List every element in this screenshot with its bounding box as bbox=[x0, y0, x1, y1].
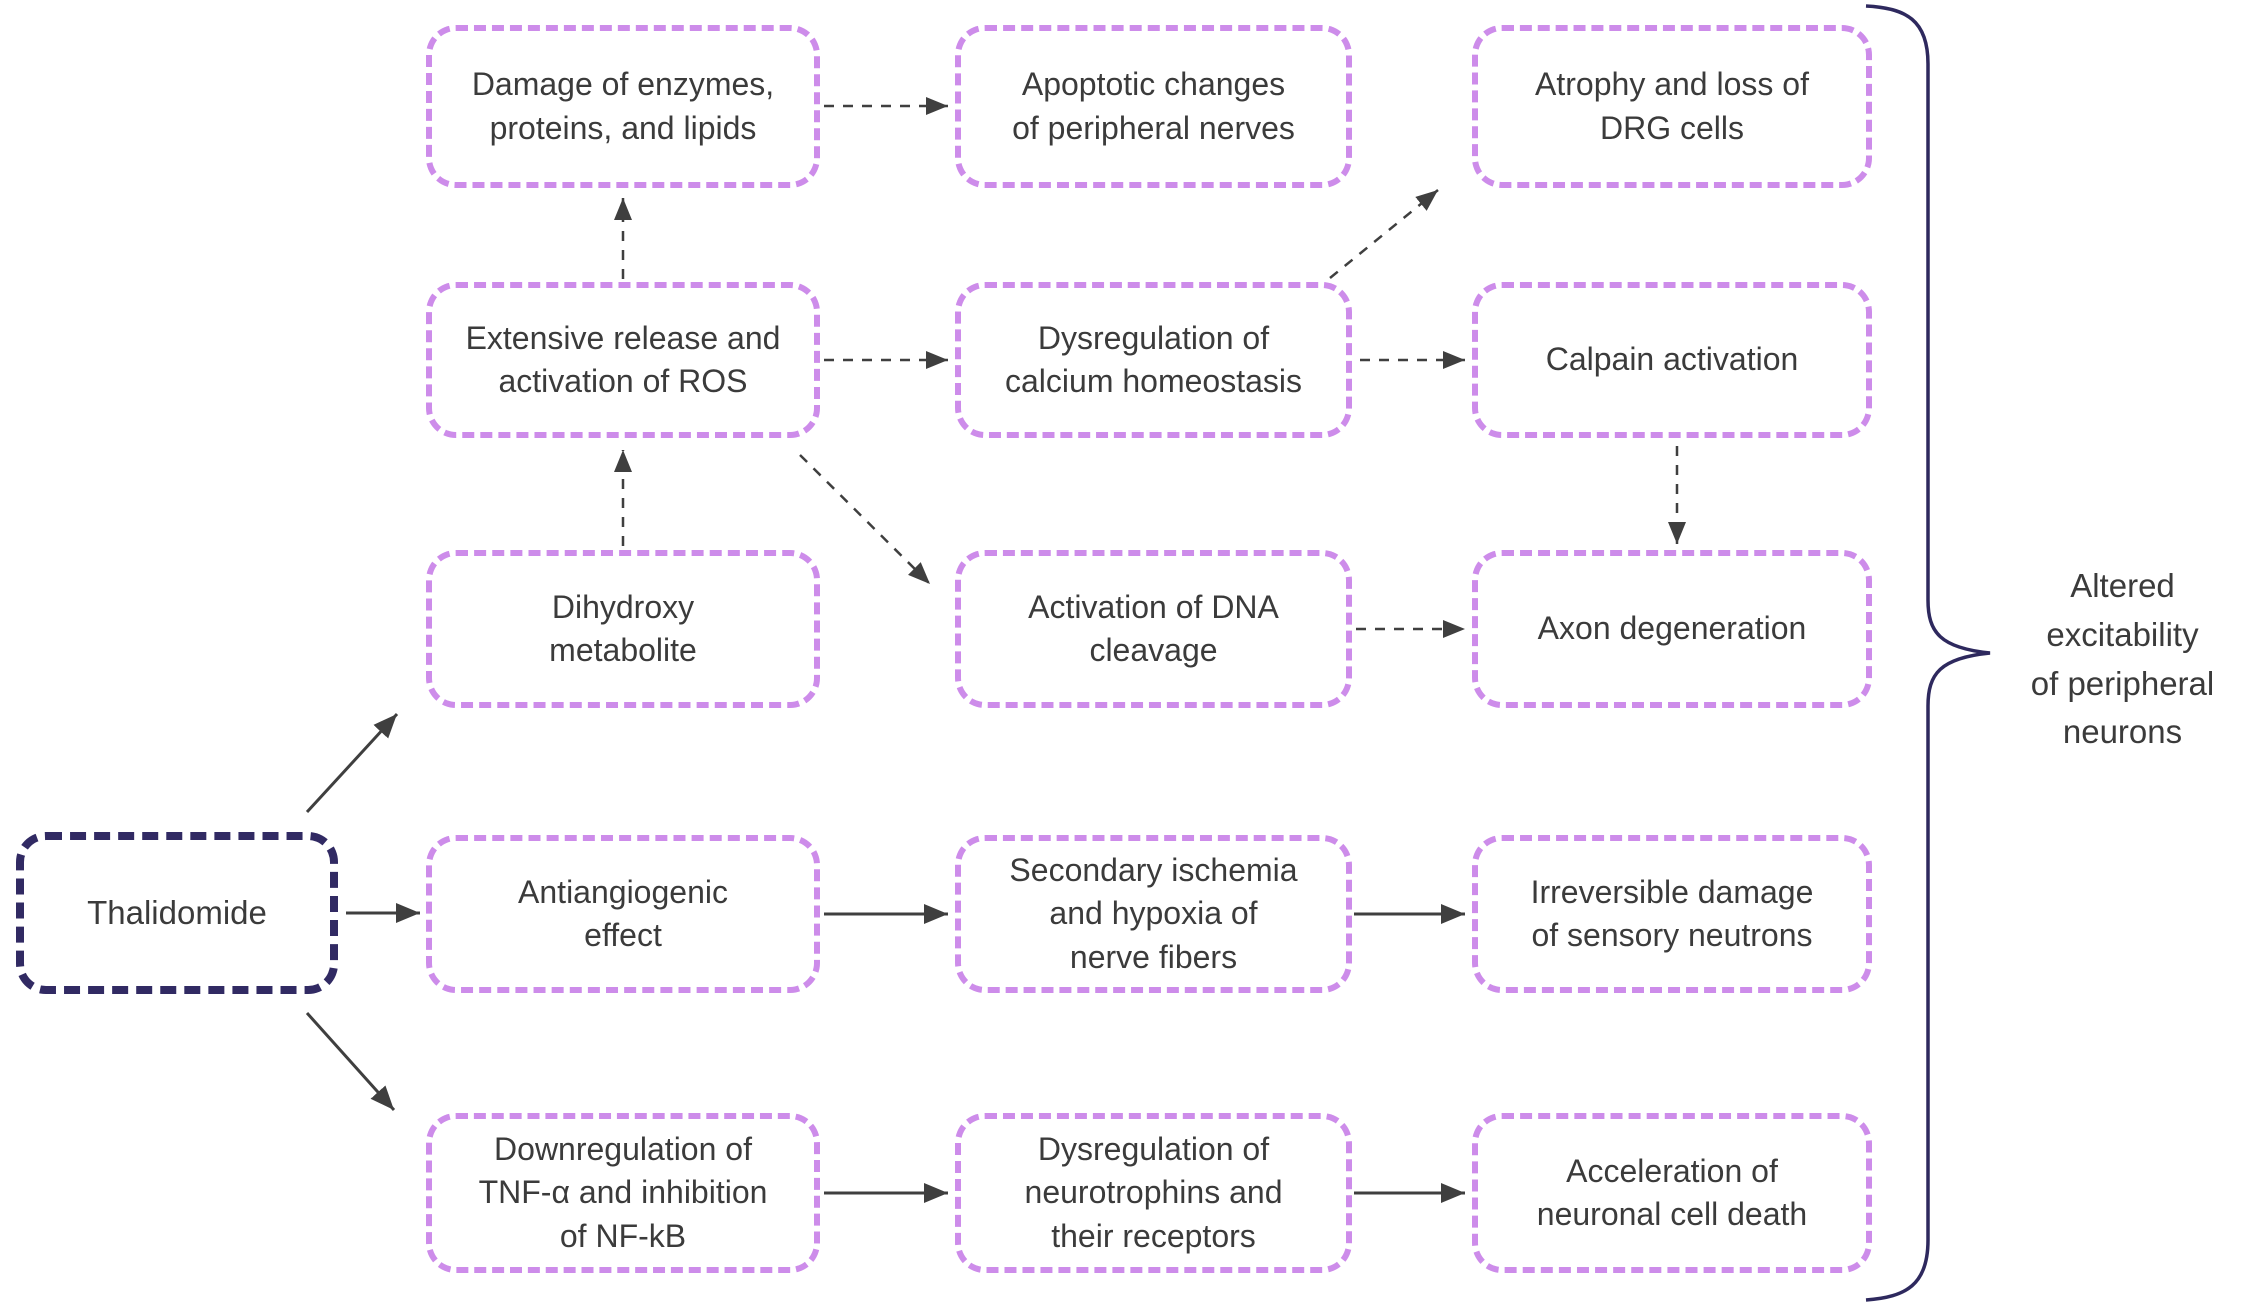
node-ischemia: Secondary ischemia and hypoxia of nerve … bbox=[955, 835, 1352, 993]
node-axon-label: Axon degeneration bbox=[1537, 610, 1807, 647]
node-calpain: Calpain activation bbox=[1472, 282, 1872, 438]
outcome-label: Altered excitability of peripheral neuro… bbox=[2030, 567, 2215, 751]
node-calcium-label: Dysregulation of calcium homeostasis bbox=[1005, 319, 1302, 399]
node-downregulation: Downregulation of TNF-α and inhibition o… bbox=[426, 1113, 820, 1273]
node-ros: Extensive release and activation of ROS bbox=[426, 282, 820, 438]
edge-calcium-atrophy bbox=[1329, 189, 1439, 279]
node-neurotrophins-label: Dysregulation of neurotrophins and their… bbox=[1024, 1131, 1283, 1254]
node-calcium: Dysregulation of calcium homeostasis bbox=[955, 282, 1352, 438]
node-irreversible-label: Irreversible damage of sensory neutrons bbox=[1530, 873, 1814, 953]
node-damage-enzymes: Damage of enzymes, proteins, and lipids bbox=[426, 25, 820, 188]
node-calpain-label: Calpain activation bbox=[1545, 341, 1799, 378]
node-atrophy: Atrophy and loss of DRG cells bbox=[1472, 25, 1872, 188]
node-damage-enzymes-label: Damage of enzymes, proteins, and lipids bbox=[471, 66, 775, 146]
node-thalidomide: Thalidomide bbox=[16, 832, 338, 994]
node-atrophy-label: Atrophy and loss of DRG cells bbox=[1535, 66, 1809, 146]
curly-brace bbox=[1865, 4, 1991, 1302]
node-antiangiogenic-label: Antiangiogenic effect bbox=[518, 873, 728, 953]
node-ros-label: Extensive release and activation of ROS bbox=[465, 319, 781, 399]
node-dna-cleavage: Activation of DNA cleavage bbox=[955, 550, 1352, 708]
node-dihydroxy-label: Dihydroxy metabolite bbox=[549, 588, 697, 668]
node-neurotrophins: Dysregulation of neurotrophins and their… bbox=[955, 1113, 1352, 1273]
node-downregulation-label: Downregulation of TNF-α and inhibition o… bbox=[478, 1131, 768, 1254]
node-apoptotic: Apoptotic changes of peripheral nerves bbox=[955, 25, 1352, 188]
node-dihydroxy: Dihydroxy metabolite bbox=[426, 550, 820, 708]
node-acceleration-label: Acceleration of neuronal cell death bbox=[1536, 1152, 1808, 1232]
edge-thalidomide-downregulation bbox=[305, 1011, 396, 1112]
edge-thalidomide-dihydroxy bbox=[305, 712, 399, 814]
node-antiangiogenic: Antiangiogenic effect bbox=[426, 835, 820, 993]
node-apoptotic-label: Apoptotic changes of peripheral nerves bbox=[1012, 66, 1295, 146]
node-acceleration: Acceleration of neuronal cell death bbox=[1472, 1113, 1872, 1273]
node-irreversible: Irreversible damage of sensory neutrons bbox=[1472, 835, 1872, 993]
node-ischemia-label: Secondary ischemia and hypoxia of nerve … bbox=[1009, 852, 1298, 975]
edge-ros-dna bbox=[799, 454, 931, 585]
node-thalidomide-label: Thalidomide bbox=[87, 893, 267, 931]
node-dna-cleavage-label: Activation of DNA cleavage bbox=[1028, 588, 1279, 668]
node-axon: Axon degeneration bbox=[1472, 550, 1872, 708]
